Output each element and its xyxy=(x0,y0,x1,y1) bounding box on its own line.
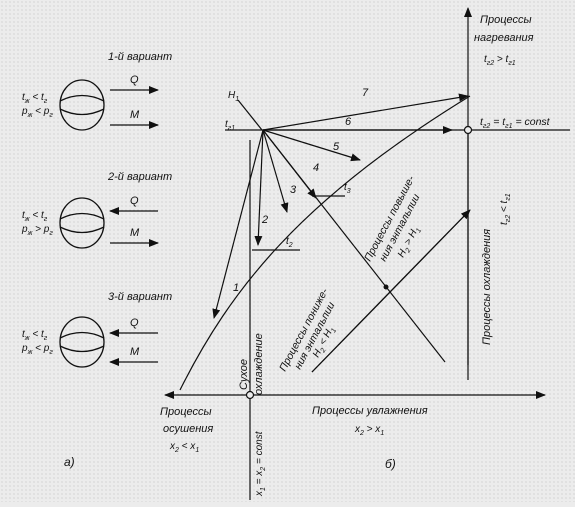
phase-boundary-top xyxy=(59,94,105,102)
heat-flow-label: Q xyxy=(130,74,139,86)
panel-label-a: а) xyxy=(64,455,75,469)
process-ray-7 xyxy=(262,93,469,131)
left-panel xyxy=(59,79,159,368)
variant-1 xyxy=(59,79,159,131)
phase-boundary-top xyxy=(59,331,105,339)
variant-title: 3-й вариант xyxy=(108,291,172,303)
right-panel-lines xyxy=(164,7,570,500)
temperature-condition: tж < tг xyxy=(22,92,48,105)
temperature-condition: tж < tг xyxy=(22,210,48,223)
pressure-condition: pж < pг xyxy=(21,343,53,356)
droplet-circle xyxy=(59,316,105,368)
ray-number-4: 4 xyxy=(313,162,319,174)
ray-number-1: 1 xyxy=(233,282,239,294)
heating-label-1: Процессы xyxy=(480,14,532,26)
phase-boundary-bottom xyxy=(59,108,105,116)
cooling-label: Процессы охлаждения xyxy=(481,229,493,345)
drying-label-1: Процессы xyxy=(160,406,212,418)
ray-number-3: 3 xyxy=(290,184,297,196)
saturation-curve xyxy=(179,95,471,391)
dew-point-t2-label: t2 xyxy=(286,236,293,249)
droplet-circle xyxy=(59,79,105,131)
cooling-condition: tг2 < tг1 xyxy=(499,193,512,225)
dry-cooling-label-1: Сухое xyxy=(238,359,250,390)
isotherm-label: tг2 = tг1 = const xyxy=(480,116,551,130)
dew-point-t3-label: t3 xyxy=(344,182,351,195)
phase-boundary-bottom xyxy=(59,226,105,234)
panel-label-b: б) xyxy=(385,457,396,471)
heat-flow-label: Q xyxy=(130,195,139,207)
variant-title: 1-й вариант xyxy=(108,51,172,63)
process-ray-4 xyxy=(262,129,317,199)
origin-marker xyxy=(245,390,255,400)
ray-number-2: 2 xyxy=(261,214,268,226)
process-ray-3 xyxy=(262,129,289,213)
mass-flow-label: M xyxy=(130,109,140,121)
enthalpy-h1-line xyxy=(237,99,263,131)
ray-number-5: 5 xyxy=(333,141,340,153)
enthalpy-cross-marker xyxy=(383,284,389,290)
dry-cooling-label-2: охлаждение xyxy=(253,333,265,395)
humidifying-label: Процессы увлажнения xyxy=(312,405,428,417)
enthalpy-down-line xyxy=(311,209,471,373)
process-ray-2 xyxy=(254,129,264,246)
temperature-condition: tж < tг xyxy=(22,329,48,342)
variant-2 xyxy=(59,197,159,249)
pressure-condition: pж > pг xyxy=(21,224,53,237)
ray-number-7: 7 xyxy=(362,87,369,99)
const-moisture-label: x1 = x2 = const xyxy=(254,430,267,497)
pressure-condition: pж < pг xyxy=(21,106,53,119)
isotherm-axis-marker xyxy=(463,125,473,135)
start-enthalpy-label: H1 xyxy=(228,90,239,103)
droplet-circle xyxy=(59,197,105,249)
start-temperature-label: tг1 xyxy=(225,119,235,132)
phase-boundary-top xyxy=(59,212,105,220)
mass-flow-label: M xyxy=(130,227,140,239)
heating-condition: tг2 > tг1 xyxy=(484,54,516,67)
heat-flow-label: Q xyxy=(130,317,139,329)
drying-label-2: осушения xyxy=(163,423,213,435)
phase-boundary-bottom xyxy=(59,345,105,353)
intersection-markers xyxy=(245,125,473,400)
process-ray-1 xyxy=(212,129,264,319)
drying-condition: x2 < x1 xyxy=(169,441,199,454)
variant-title: 2-й вариант xyxy=(107,171,172,183)
heating-label-2: нагревания xyxy=(474,32,534,44)
left-panel-text: 1-й вариант Q M tж < tг pж < pг 2-й вари… xyxy=(21,51,172,469)
variant-3 xyxy=(59,316,158,368)
process-ray-5 xyxy=(262,129,361,162)
ray-number-6: 6 xyxy=(345,116,352,128)
mass-flow-label: M xyxy=(130,346,140,358)
humidifying-condition: x2 > x1 xyxy=(354,424,384,437)
